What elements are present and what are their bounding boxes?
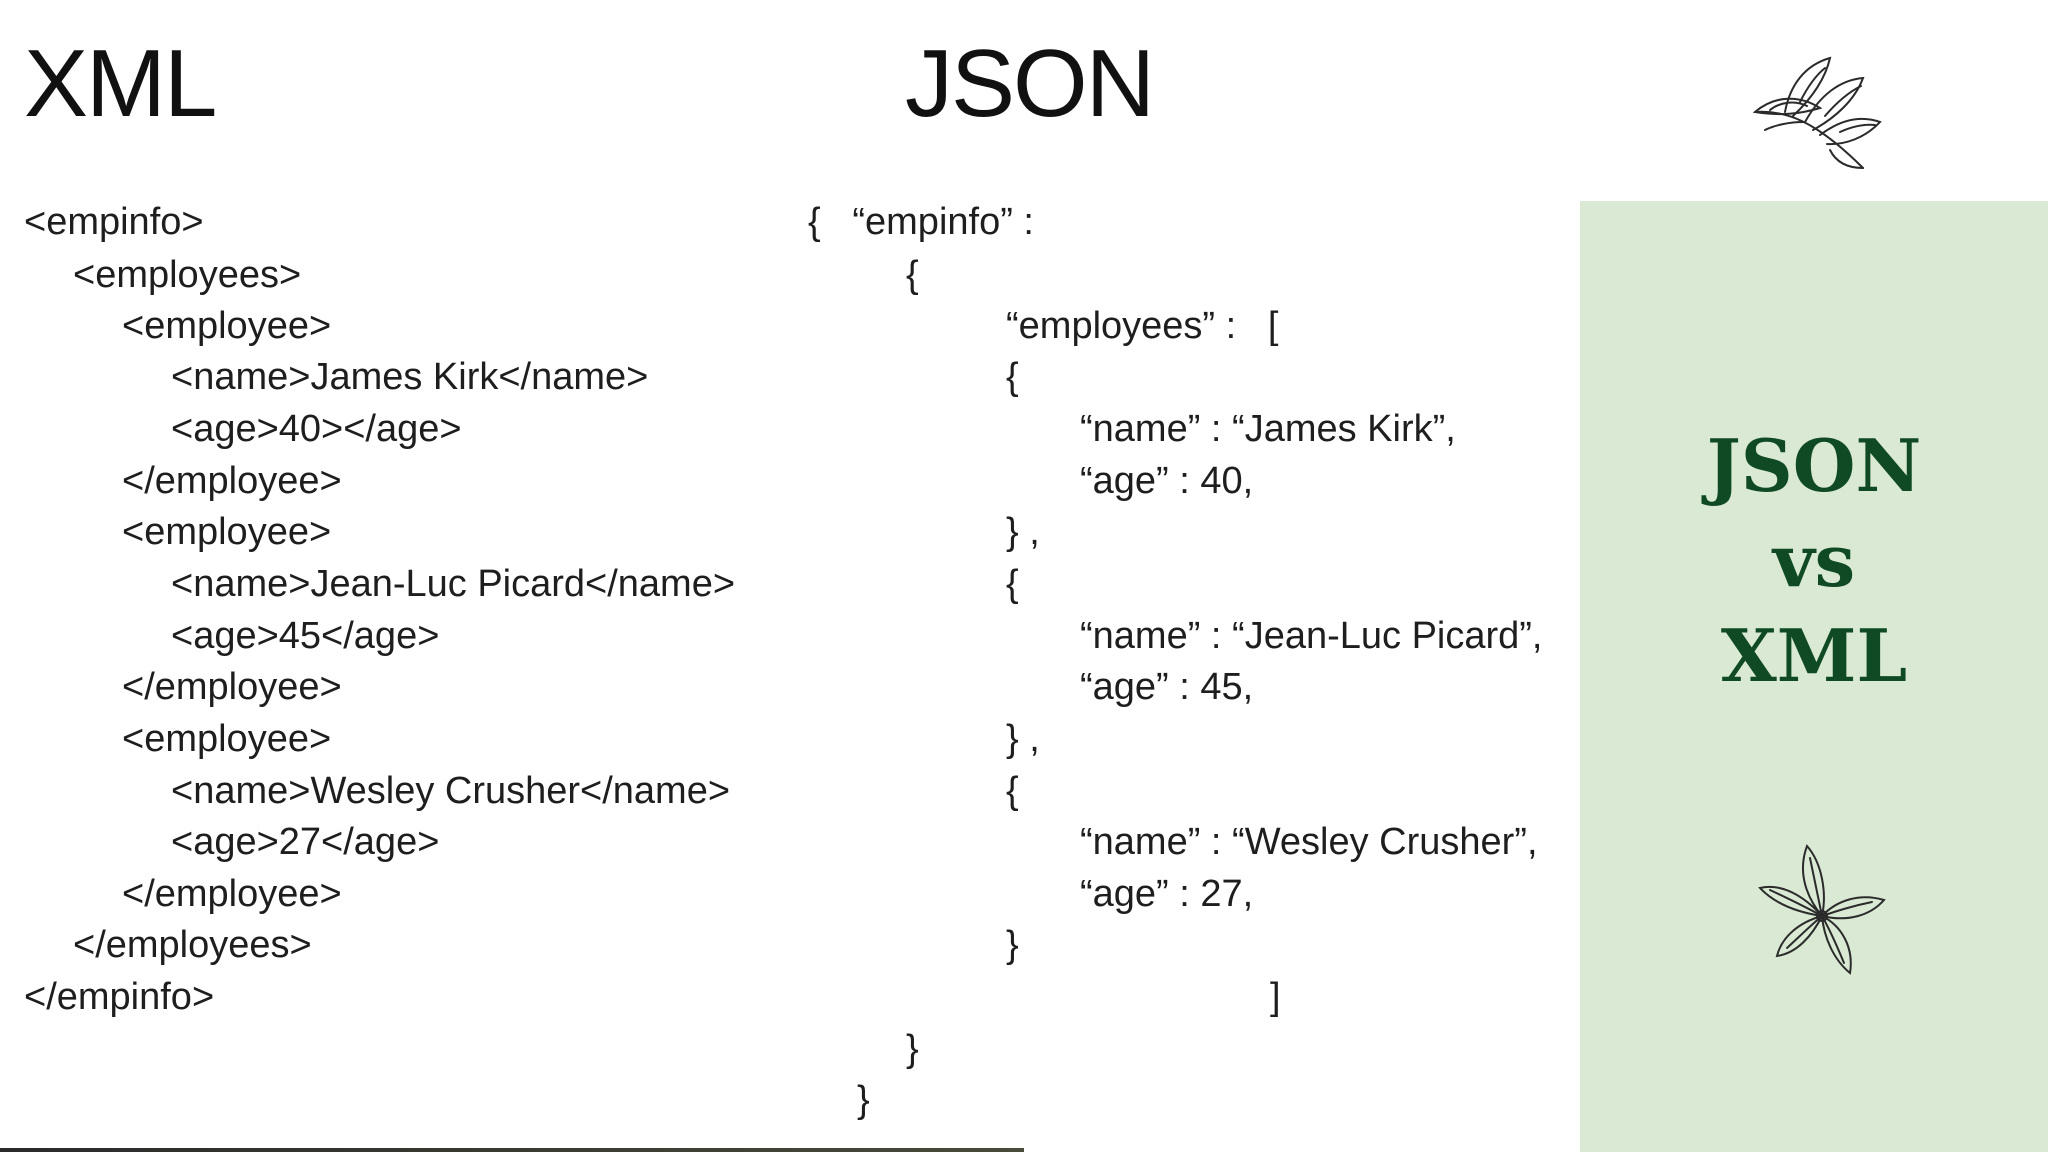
side-title-json: JSON xyxy=(1706,423,1922,508)
xml-line: <employee> xyxy=(122,718,332,760)
json-line: { “empinfo” : xyxy=(808,201,1034,243)
leaf-sprig-icon xyxy=(1752,56,1882,169)
side-title-xml: XML xyxy=(1720,613,1908,698)
xml-line: <employee> xyxy=(122,511,332,553)
xml-line: <name>Jean-Luc Picard</name> xyxy=(171,563,736,605)
json-line: “name” : “James Kirk”, xyxy=(1080,408,1456,450)
json-line: “age” : 40, xyxy=(1080,460,1254,502)
xml-line: </employees> xyxy=(73,924,312,966)
json-line: { xyxy=(1006,770,1019,812)
xml-line: <employee> xyxy=(122,305,332,347)
json-line: ] xyxy=(1270,976,1281,1018)
json-line: } xyxy=(857,1079,870,1121)
json-heading: JSON xyxy=(905,30,1155,137)
xml-line: <employees> xyxy=(73,254,302,296)
xml-line: </employee> xyxy=(122,666,342,708)
json-line: “name” : “Wesley Crusher”, xyxy=(1080,821,1538,863)
json-line: “age” : 27, xyxy=(1080,873,1254,915)
xml-line: <empinfo> xyxy=(24,201,204,243)
json-line: { xyxy=(1006,356,1019,398)
json-line: } xyxy=(906,1028,919,1070)
xml-line: <age>27</age> xyxy=(171,821,440,863)
json-line: { xyxy=(1006,563,1019,605)
xml-line: </empinfo> xyxy=(24,976,215,1018)
plumeria-flower-icon xyxy=(1758,844,1886,975)
xml-line: <name>Wesley Crusher</name> xyxy=(171,770,731,812)
xml-line: <age>40></age> xyxy=(171,408,462,450)
json-line: “age” : 45, xyxy=(1080,666,1254,708)
json-line: } , xyxy=(1006,718,1040,760)
xml-line: </employee> xyxy=(122,873,342,915)
json-line: } xyxy=(1006,924,1019,966)
xml-line: </employee> xyxy=(122,460,342,502)
side-title-vs: vs xyxy=(1772,518,1856,603)
xml-heading: XML xyxy=(24,30,217,137)
xml-line: <name>James Kirk</name> xyxy=(171,356,649,398)
bottom-rule xyxy=(0,1148,1024,1152)
json-line: } , xyxy=(1006,511,1040,553)
json-line: { xyxy=(906,254,919,296)
json-line: “name” : “Jean-Luc Picard”, xyxy=(1080,615,1543,657)
side-panel xyxy=(1580,201,2048,1152)
xml-line: <age>45</age> xyxy=(171,615,440,657)
json-line: “employees” : [ xyxy=(1006,305,1279,347)
